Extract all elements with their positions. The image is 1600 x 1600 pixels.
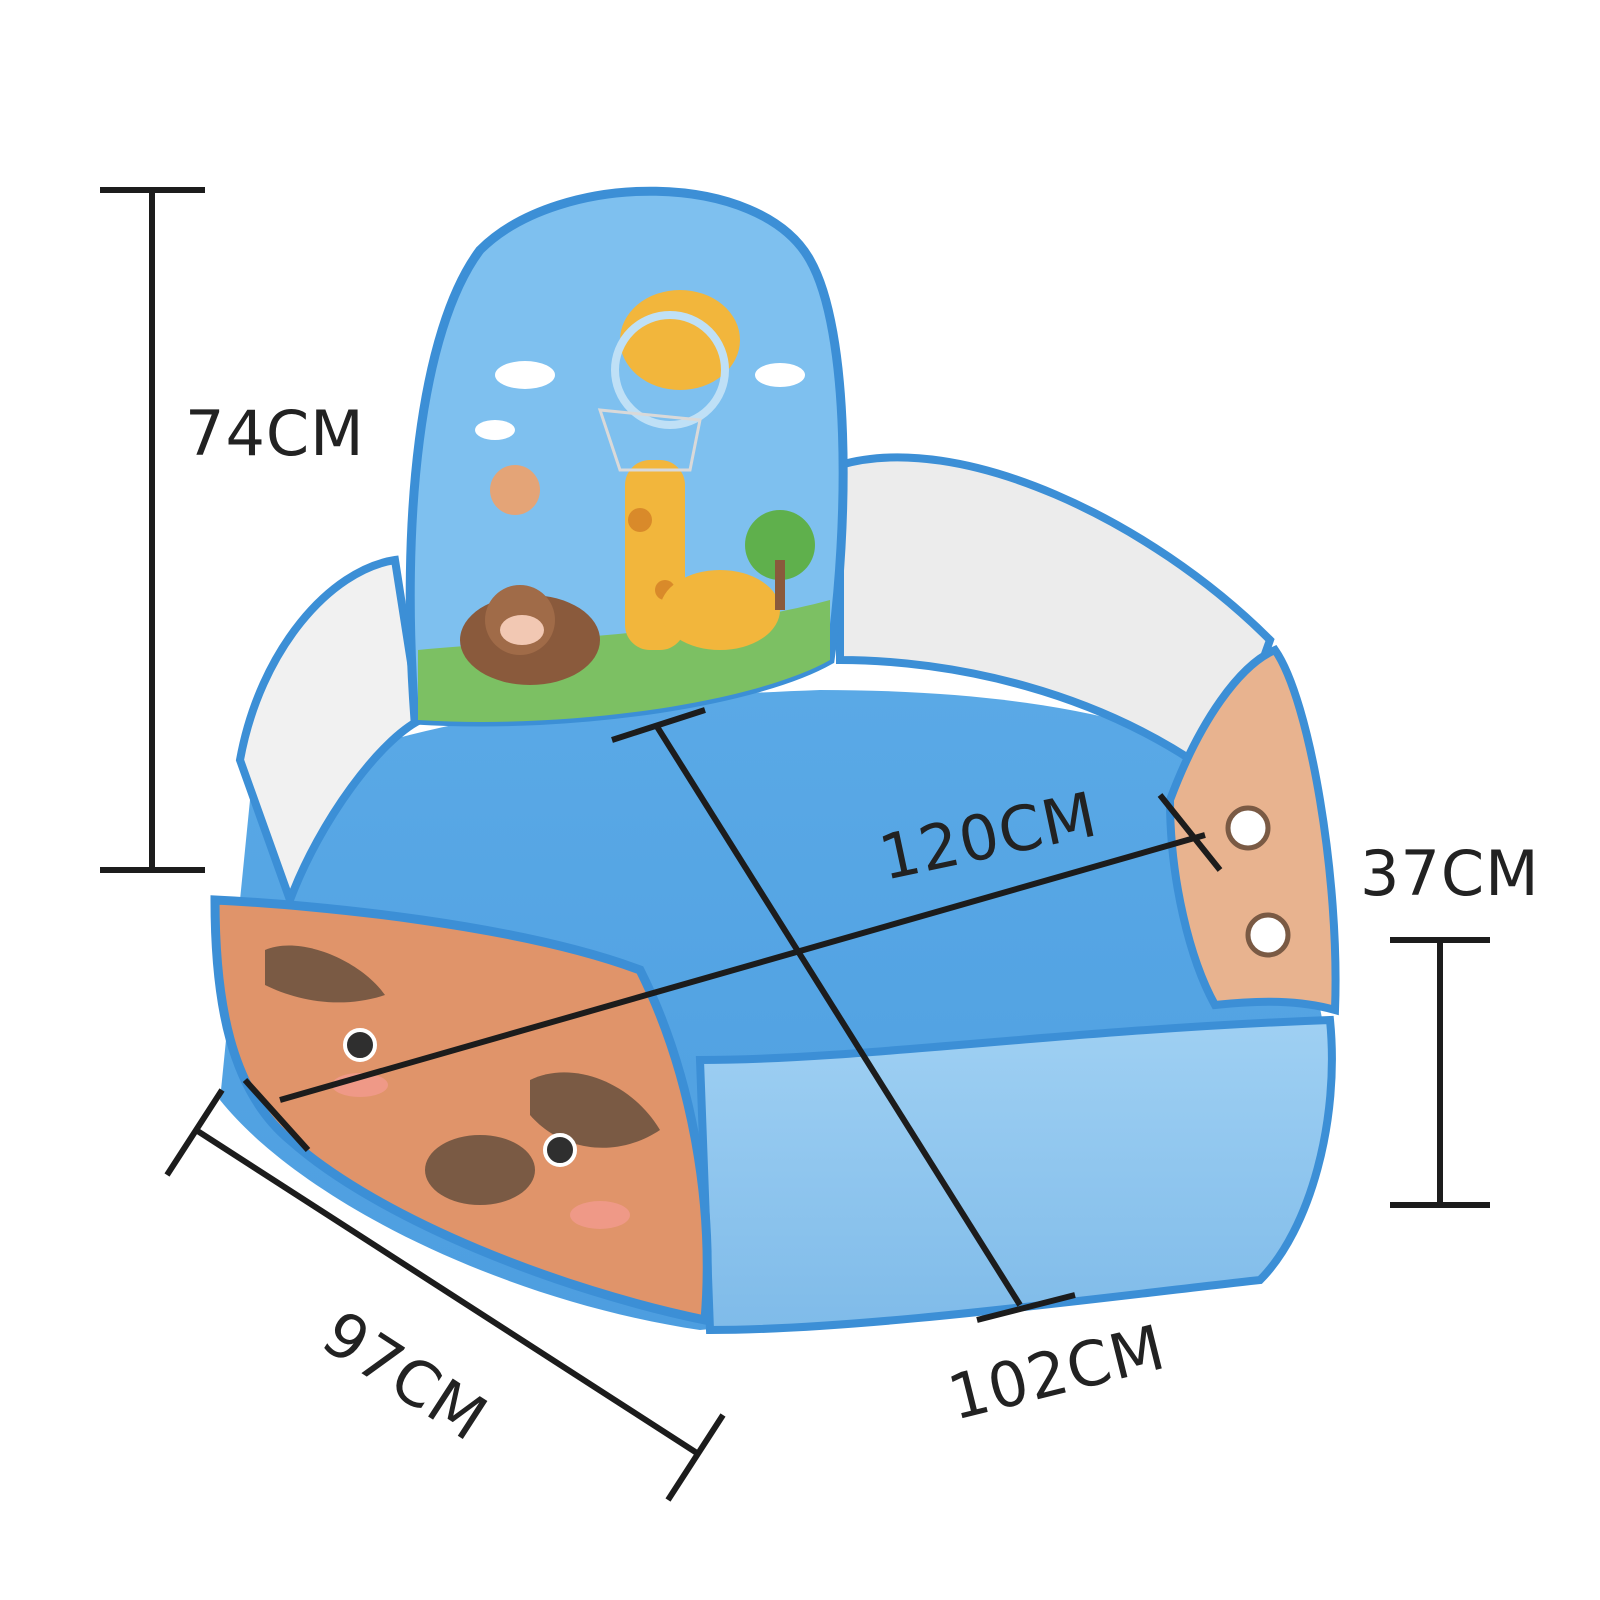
dog-ear-print [530, 1072, 660, 1148]
dimension-diagonal [611, 707, 1076, 1323]
cloud-print [755, 363, 805, 387]
giraffe-print [620, 290, 780, 650]
dog-eye-icon [343, 1028, 377, 1062]
dog-ear-print [265, 945, 385, 1003]
mesh-panel-front-right [695, 1015, 1336, 1335]
label-102cm: 102CM [941, 1310, 1172, 1434]
basketball-print [490, 465, 540, 515]
dog-eye-icon [543, 1133, 577, 1167]
cloud-print [495, 361, 555, 389]
dimension-120cm [242, 793, 1223, 1153]
dimension-97cm [164, 1088, 726, 1502]
dimension-74cm [100, 187, 205, 873]
dog-nose-icon [425, 1135, 535, 1205]
cat-eye-icon [1245, 912, 1291, 958]
label-97cm: 97CM [310, 1296, 500, 1455]
tree-print [745, 510, 815, 610]
monkey-print [460, 585, 600, 685]
label-74cm: 74CM [185, 397, 365, 470]
label-37cm: 37CM [1360, 837, 1540, 910]
dimension-37cm [1390, 937, 1490, 1208]
basketball-hoop [597, 311, 729, 472]
mesh-panel-back-right [836, 453, 1275, 787]
cat-eye-icon [1225, 805, 1271, 851]
cloud-print [475, 420, 515, 440]
dog-cheek-print [570, 1201, 630, 1229]
